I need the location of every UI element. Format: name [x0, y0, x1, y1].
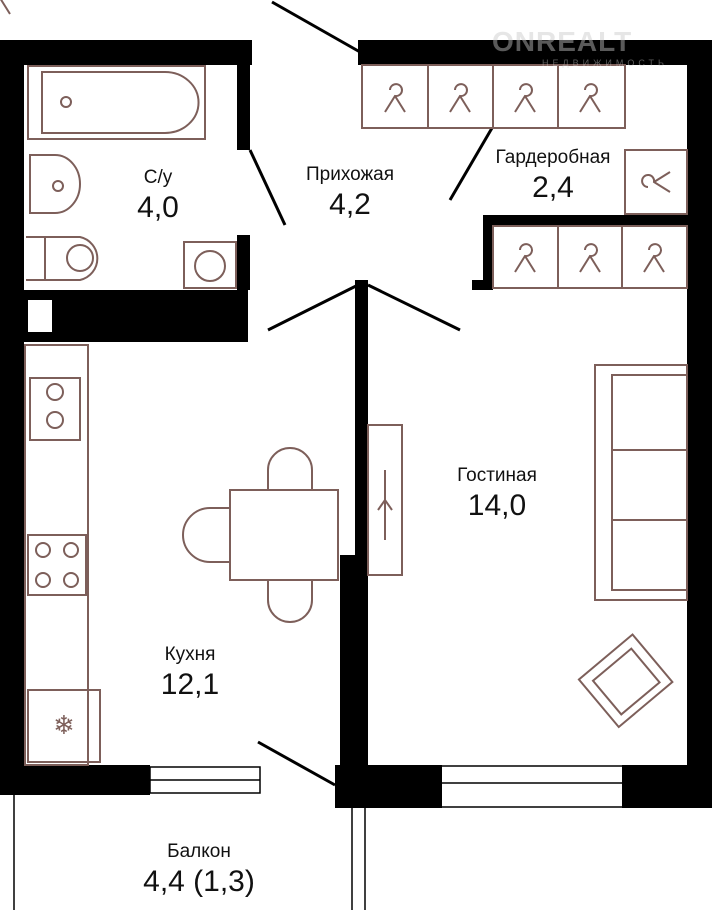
windows: [13, 765, 622, 910]
hanger-icons: [0, 0, 671, 273]
walls: [0, 40, 712, 808]
door-swings: [248, 0, 494, 787]
freezer-icon: ❄: [53, 710, 75, 740]
furniture: [24, 64, 688, 766]
